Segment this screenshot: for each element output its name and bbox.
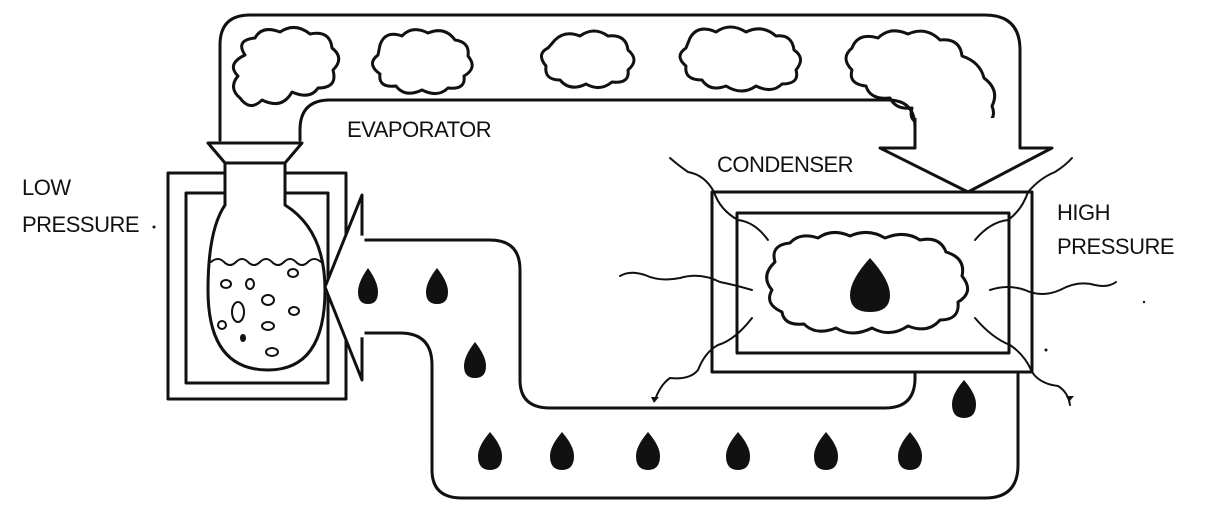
liquid-droplets [358, 268, 976, 470]
label-condenser: CONDENSER [717, 152, 853, 177]
droplet [550, 432, 574, 470]
label-low-pressure-line2: PRESSURE [22, 212, 139, 237]
label-high-pressure-line1: HIGH [1057, 200, 1110, 225]
down-arrow-into-condenser [878, 118, 1054, 194]
droplet [898, 432, 922, 470]
vapor-clouds [231, 25, 997, 133]
heat-waves [619, 157, 1117, 406]
liquid-pipe [323, 193, 1020, 500]
evaporator-vessel [166, 141, 348, 401]
label-evaporator: EVAPORATOR [347, 117, 491, 142]
droplet [426, 268, 448, 304]
droplet [952, 380, 976, 418]
droplet [636, 432, 660, 470]
vapor-cloud [678, 25, 802, 93]
vapor-pipe [218, 13, 1022, 150]
vapor-cloud [844, 29, 997, 133]
vapor-cloud [231, 26, 341, 107]
stray-dot [1142, 300, 1146, 304]
droplet [478, 432, 502, 470]
droplet [726, 432, 750, 470]
vapor-cloud [540, 29, 636, 89]
label-low-pressure-line1: LOW [22, 175, 71, 200]
droplet [358, 268, 378, 304]
droplet [814, 432, 838, 470]
leader-dot [152, 225, 156, 229]
vapor-cloud [371, 28, 474, 95]
condenser-box [710, 190, 1034, 374]
droplet [464, 342, 486, 378]
label-high-pressure-line2: PRESSURE [1057, 234, 1174, 259]
stray-dot [1044, 348, 1048, 352]
